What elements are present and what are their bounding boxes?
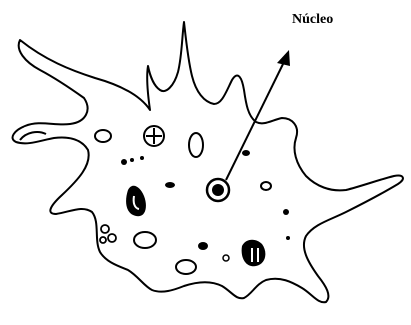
vacuole bbox=[134, 232, 156, 248]
inclusion-left bbox=[126, 186, 146, 216]
vacuole bbox=[189, 133, 203, 157]
vacuole bbox=[165, 182, 175, 188]
nucleus bbox=[207, 179, 229, 201]
vacuole bbox=[198, 242, 208, 250]
granule bbox=[121, 159, 127, 165]
granule bbox=[283, 209, 289, 215]
label-arrow bbox=[226, 50, 290, 180]
granule bbox=[223, 255, 229, 261]
cell-membrane bbox=[13, 22, 403, 302]
vacuole-cluster bbox=[100, 225, 116, 243]
vacuole bbox=[95, 130, 111, 142]
granule bbox=[286, 236, 290, 240]
vacuole bbox=[261, 182, 271, 190]
vacuole bbox=[176, 260, 196, 274]
inclusion-right bbox=[242, 240, 266, 267]
pseudopod-detail bbox=[20, 132, 46, 140]
vacuole bbox=[242, 150, 250, 156]
vacuole-cross bbox=[144, 126, 164, 146]
granule bbox=[140, 156, 144, 160]
nucleus-label: Núcleo bbox=[292, 12, 333, 28]
granule bbox=[130, 158, 134, 162]
